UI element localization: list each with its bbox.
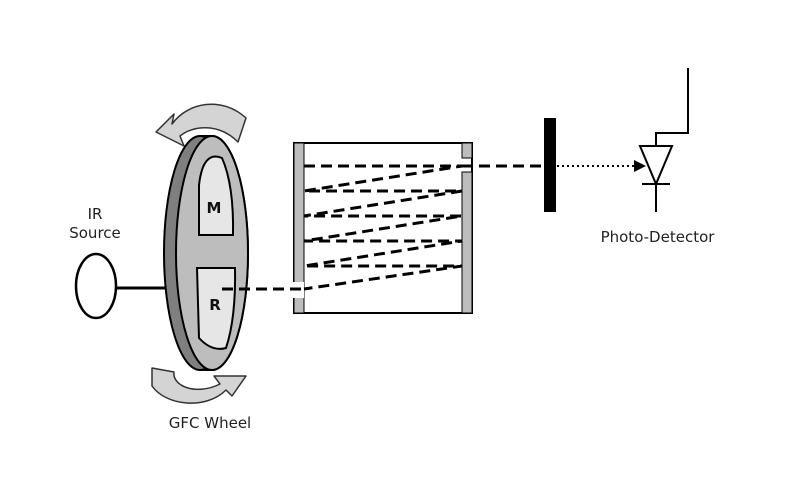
gfc-wheel: M R	[163, 135, 249, 371]
cell-mirror-right-top	[461, 142, 473, 159]
wheel-window-m	[198, 155, 235, 236]
rotation-arrow-bottom-icon	[151, 367, 247, 404]
cell-mirror-left	[293, 142, 305, 314]
beam-zigzag	[303, 164, 463, 291]
ir-source-lamp	[74, 252, 118, 320]
cell-mirror-right-bottom	[461, 171, 473, 314]
gfc-wheel-label: GFC Wheel	[168, 414, 252, 432]
beam-arrow-head-icon	[634, 160, 646, 172]
multipass-cell	[292, 142, 473, 314]
segment-m-label: M	[207, 199, 222, 217]
ir-source-label-line1: IR	[87, 205, 103, 223]
photodiode-icon	[638, 68, 689, 212]
photo-detector-label: Photo-Detector	[600, 228, 715, 246]
bandpass-filter	[544, 118, 556, 212]
ir-source-label-line2: Source	[69, 224, 121, 242]
rotation-arrow-top-icon	[155, 103, 247, 147]
segment-r-label: R	[209, 296, 221, 314]
